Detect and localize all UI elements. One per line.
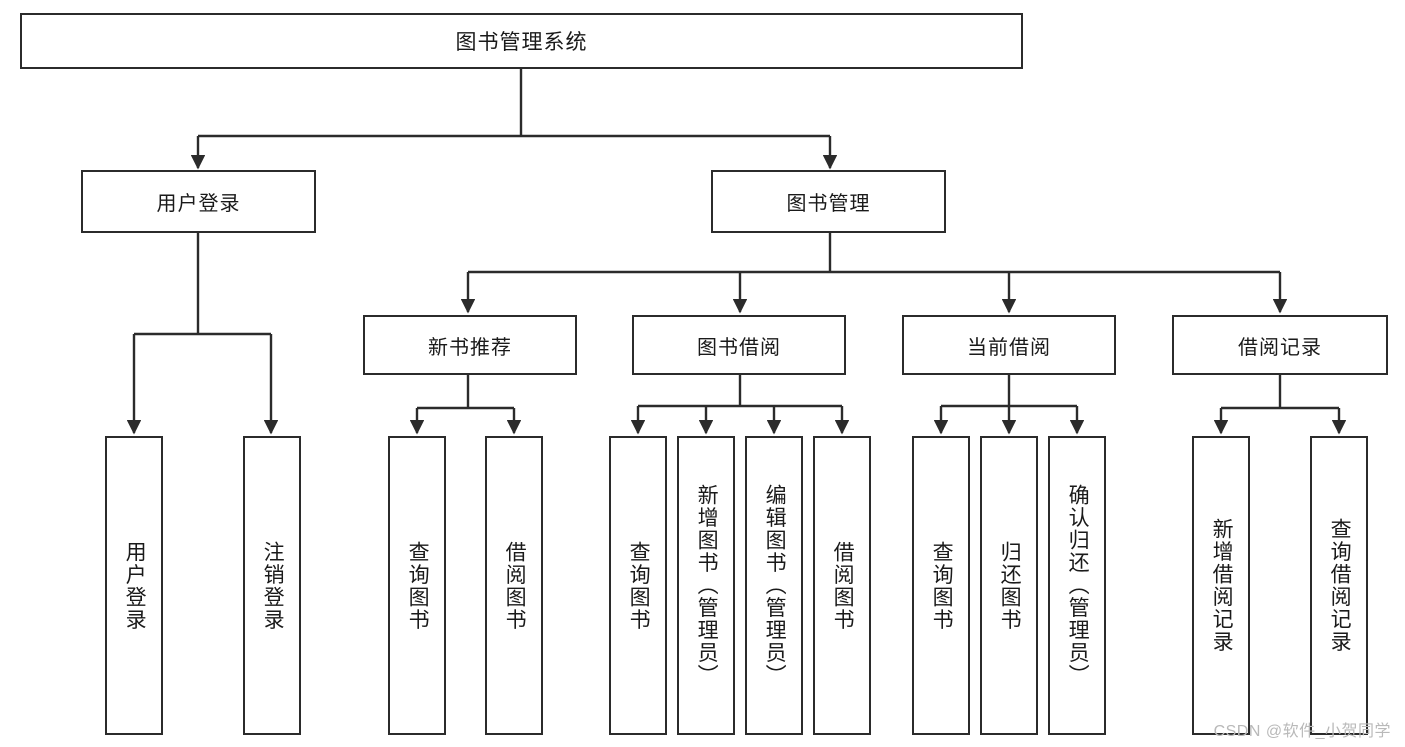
- leaf-new-book-borrow-label: 借阅图书: [503, 540, 527, 631]
- leaf-user-login-signin-label: 用户登录: [123, 540, 147, 631]
- leaf-current-borrow-return[interactable]: 归还图书: [980, 436, 1038, 735]
- leaf-new-book-query[interactable]: 查询图书: [388, 436, 446, 735]
- node-book-manage-label: 图书管理: [786, 193, 871, 215]
- leaf-book-borrow-query-label: 查询图书: [627, 540, 651, 631]
- node-book-borrow[interactable]: 图书借阅: [632, 315, 846, 375]
- node-user-login[interactable]: 用户登录: [81, 170, 316, 233]
- node-book-manage[interactable]: 图书管理: [711, 170, 946, 233]
- leaf-borrow-record-add-label: 新增借阅记录: [1210, 518, 1234, 653]
- node-borrow-record-label: 借阅记录: [1238, 336, 1322, 359]
- leaf-new-book-borrow[interactable]: 借阅图书: [485, 436, 543, 735]
- node-book-borrow-label: 图书借阅: [697, 336, 781, 359]
- leaf-user-login-signout[interactable]: 注销登录: [243, 436, 301, 735]
- leaf-new-book-query-label: 查询图书: [406, 540, 430, 631]
- node-root-system[interactable]: 图书管理系统: [20, 13, 1023, 69]
- leaf-borrow-record-query[interactable]: 查询借阅记录: [1310, 436, 1368, 735]
- leaf-current-borrow-confirm-label: 确认归还（管理员）: [1066, 484, 1090, 687]
- leaf-current-borrow-query[interactable]: 查询图书: [912, 436, 970, 735]
- leaf-book-borrow-edit[interactable]: 编辑图书（管理员）: [745, 436, 803, 735]
- leaf-user-login-signin[interactable]: 用户登录: [105, 436, 163, 735]
- leaf-book-borrow-add-label: 新增图书（管理员）: [695, 484, 719, 687]
- node-root-system-label: 图书管理系统: [455, 31, 588, 54]
- leaf-borrow-record-add[interactable]: 新增借阅记录: [1192, 436, 1250, 735]
- node-current-borrow[interactable]: 当前借阅: [902, 315, 1116, 375]
- leaf-book-borrow-query[interactable]: 查询图书: [609, 436, 667, 735]
- leaf-book-borrow-lend-label: 借阅图书: [831, 540, 855, 631]
- leaf-borrow-record-query-label: 查询借阅记录: [1328, 518, 1352, 653]
- leaf-book-borrow-edit-label: 编辑图书（管理员）: [763, 484, 787, 687]
- leaf-current-borrow-query-label: 查询图书: [930, 540, 954, 631]
- node-new-book-recommend-label: 新书推荐: [428, 336, 512, 359]
- node-borrow-record[interactable]: 借阅记录: [1172, 315, 1388, 375]
- node-current-borrow-label: 当前借阅: [967, 336, 1051, 359]
- node-new-book-recommend[interactable]: 新书推荐: [363, 315, 577, 375]
- node-user-login-label: 用户登录: [156, 193, 241, 215]
- leaf-user-login-signout-label: 注销登录: [261, 540, 285, 631]
- leaf-book-borrow-add[interactable]: 新增图书（管理员）: [677, 436, 735, 735]
- leaf-current-borrow-return-label: 归还图书: [998, 540, 1022, 631]
- leaf-book-borrow-lend[interactable]: 借阅图书: [813, 436, 871, 735]
- leaf-current-borrow-confirm[interactable]: 确认归还（管理员）: [1048, 436, 1106, 735]
